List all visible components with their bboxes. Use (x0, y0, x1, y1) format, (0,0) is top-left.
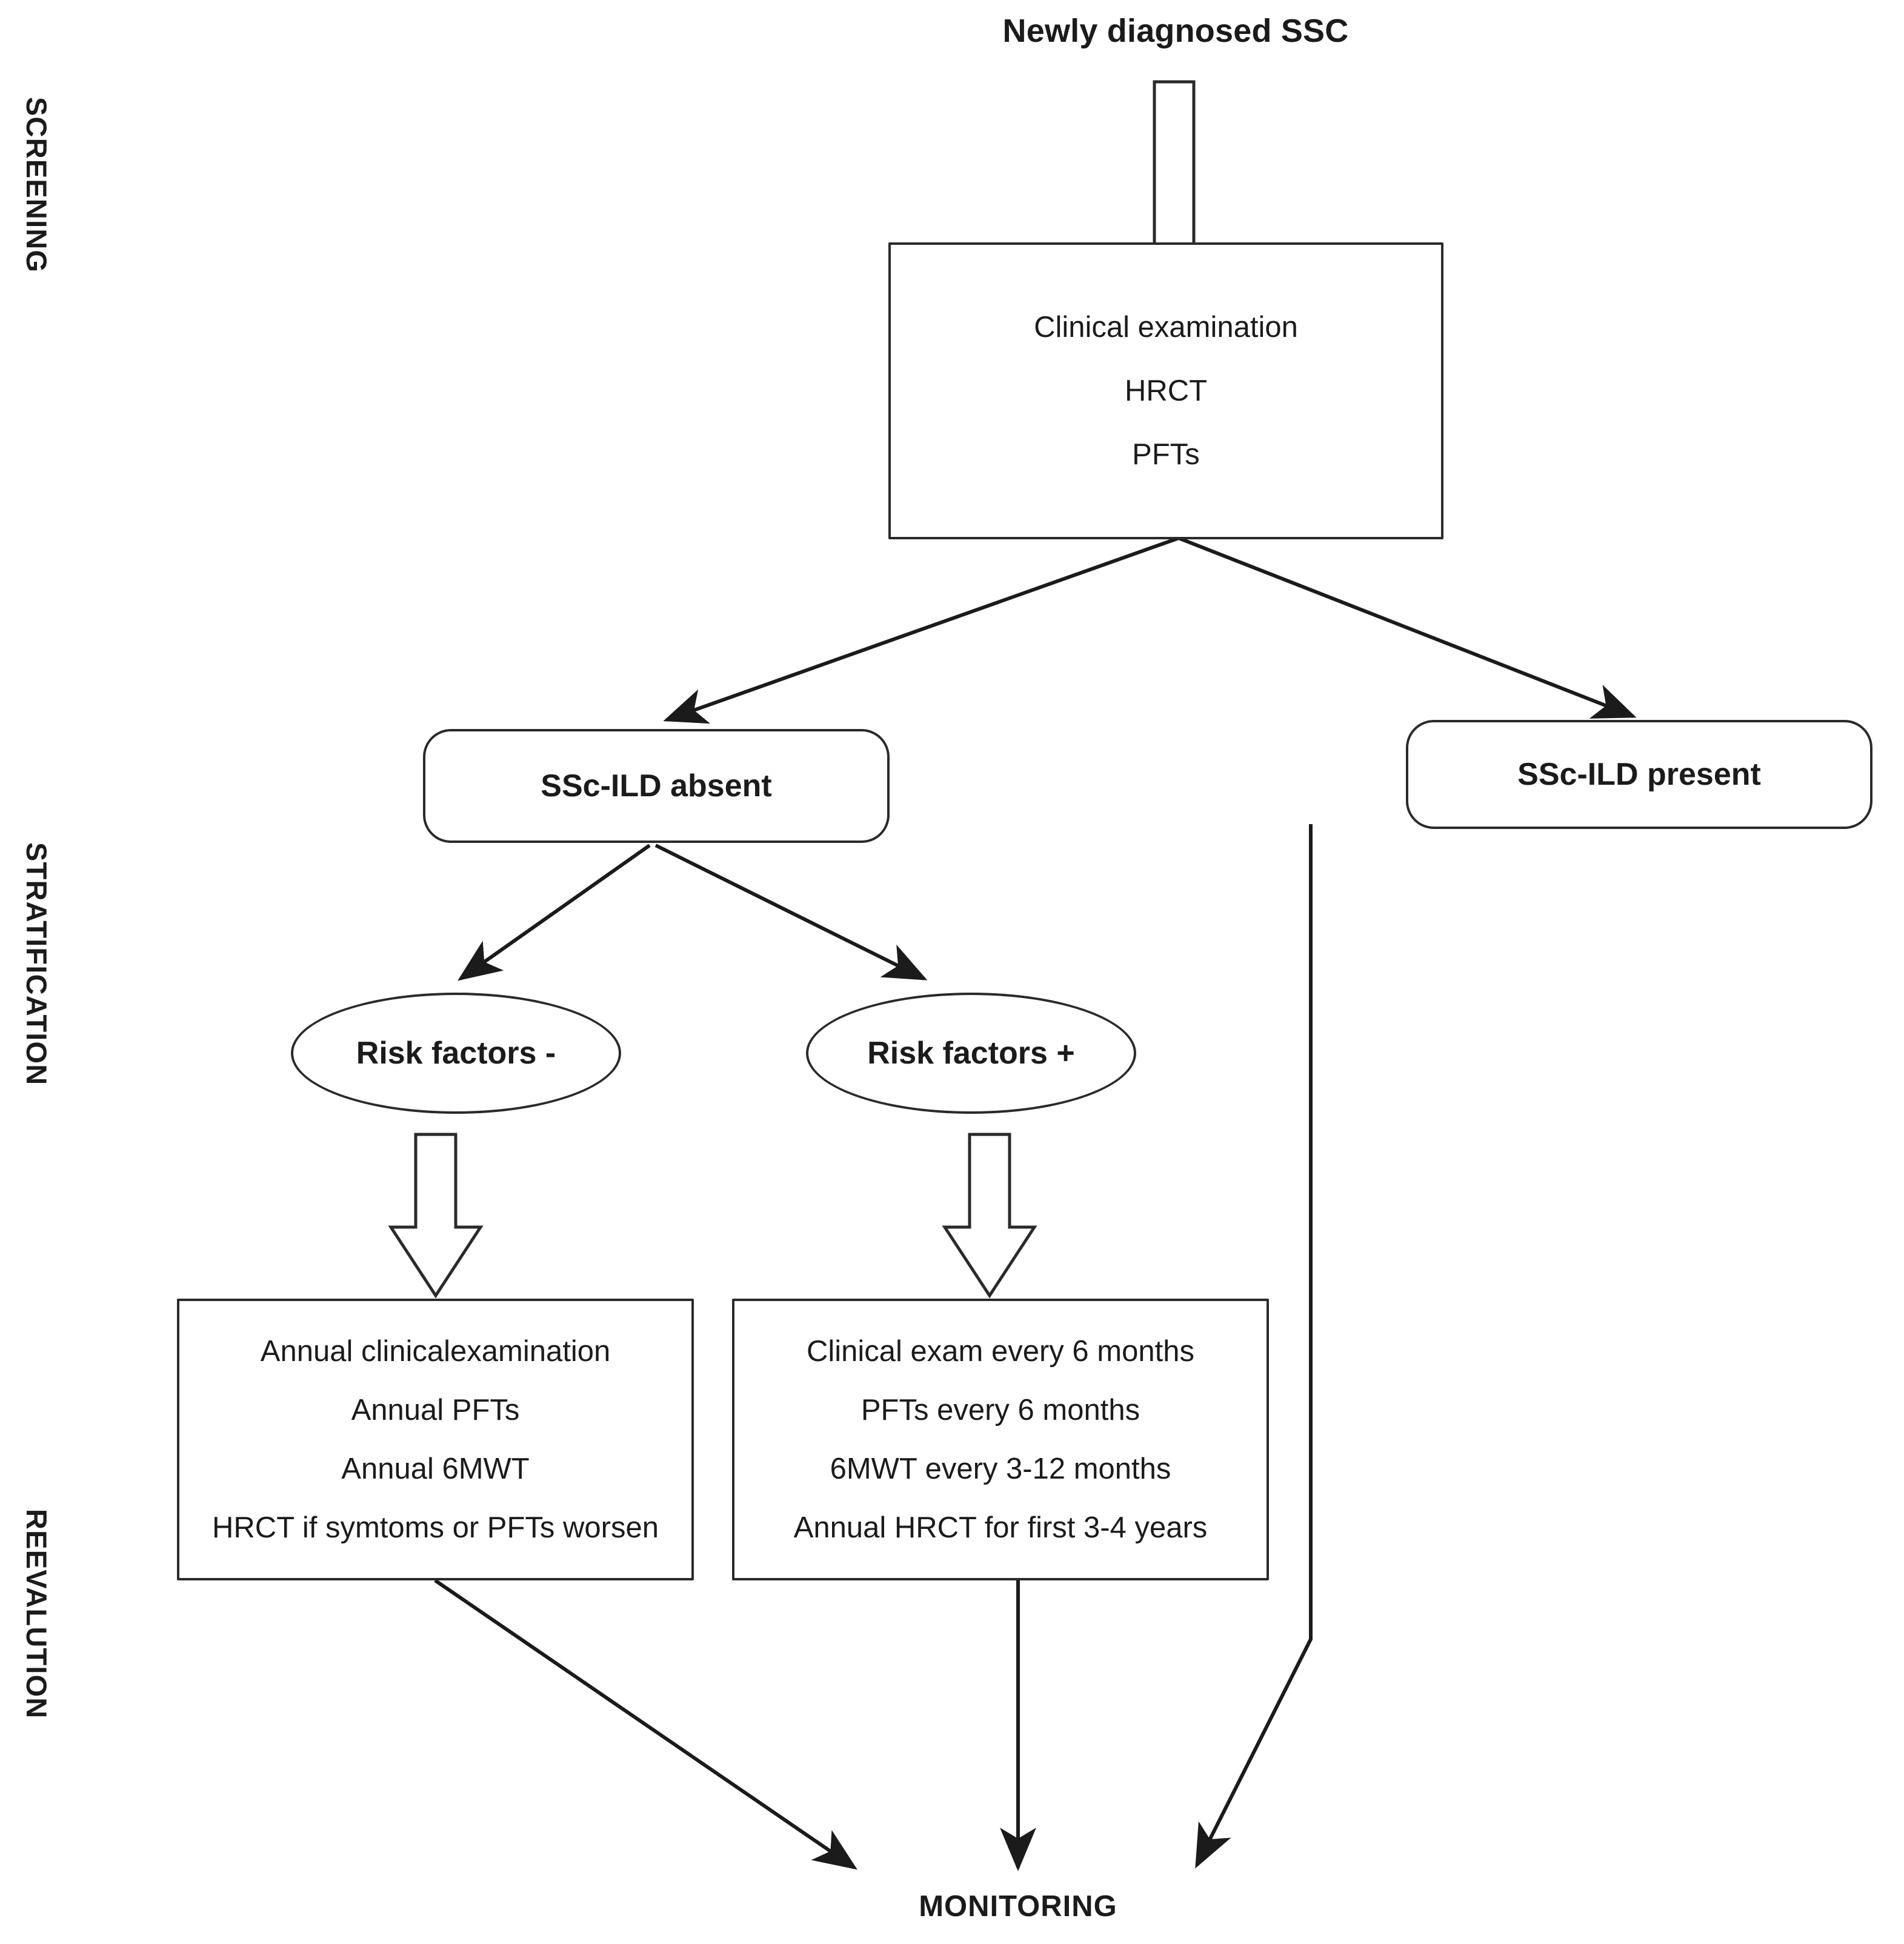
stage-label-reevaluation: REEVALUTION (21, 1509, 53, 1719)
page-title: Newly diagnosed SSC (1002, 13, 1349, 49)
screening-line-pfts: PFTs (1132, 438, 1200, 471)
screening-line-clinical-examination: Clinical examination (1034, 310, 1298, 344)
followup-high-risk-lines: Clinical exam every 6 months PFTs every … (793, 1334, 1208, 1544)
node-ssc-ild-absent: SSc-ILD absent (423, 729, 890, 843)
block-arrow-risk-positive-to-followup (942, 1133, 1037, 1299)
node-ssc-ild-present: SSc-ILD present (1406, 720, 1872, 829)
edge-absent-to-risk-negative (458, 844, 651, 981)
node-risk-factors-negative: Risk factors - (291, 993, 621, 1114)
followup-high-risk-line-2: PFTs every 6 months (860, 1393, 1140, 1426)
followup-box-low-risk: Annual clinicalexamination Annual PFTs A… (177, 1299, 694, 1580)
followup-low-risk-line-3: Annual 6MWT (341, 1452, 530, 1485)
screening-box-lines: Clinical examination HRCT PFTs (1034, 310, 1298, 471)
screening-box: Clinical examination HRCT PFTs (888, 242, 1443, 539)
followup-box-high-risk: Clinical exam every 6 months PFTs every … (732, 1299, 1269, 1580)
followup-high-risk-line-4: Annual HRCT for first 3-4 years (793, 1511, 1208, 1544)
node-risk-factors-positive: Risk factors + (806, 993, 1136, 1114)
node-risk-factors-negative-label: Risk factors - (356, 1036, 556, 1071)
node-risk-factors-positive-label: Risk factors + (867, 1036, 1075, 1071)
followup-low-risk-lines: Annual clinicalexamination Annual PFTs A… (212, 1334, 659, 1544)
screening-line-hrct: HRCT (1124, 374, 1208, 407)
block-arrow-risk-negative-to-followup (388, 1133, 484, 1299)
edge-screening-to-present (1177, 536, 1637, 719)
followup-low-risk-line-4: HRCT if symtoms or PFTs worsen (212, 1511, 659, 1544)
edge-screening-to-absent (663, 536, 1180, 724)
edge-low-risk-followup-to-monitoring (434, 1579, 857, 1870)
node-ssc-ild-absent-label: SSc-ILD absent (541, 768, 772, 804)
edge-absent-to-risk-positive (654, 844, 928, 980)
stage-label-stratification: STRATIFICATION (21, 842, 53, 1086)
stage-label-screening: SCREENING (21, 97, 53, 273)
followup-high-risk-line-1: Clinical exam every 6 months (807, 1334, 1194, 1368)
followup-low-risk-line-2: Annual PFTs (351, 1393, 520, 1426)
endpoint-monitoring-label: MONITORING (919, 1890, 1117, 1923)
node-ssc-ild-present-label: SSc-ILD present (1517, 757, 1761, 792)
followup-low-risk-line-1: Annual clinicalexamination (260, 1334, 611, 1368)
followup-high-risk-line-3: 6MWT every 3-12 months (830, 1452, 1171, 1485)
